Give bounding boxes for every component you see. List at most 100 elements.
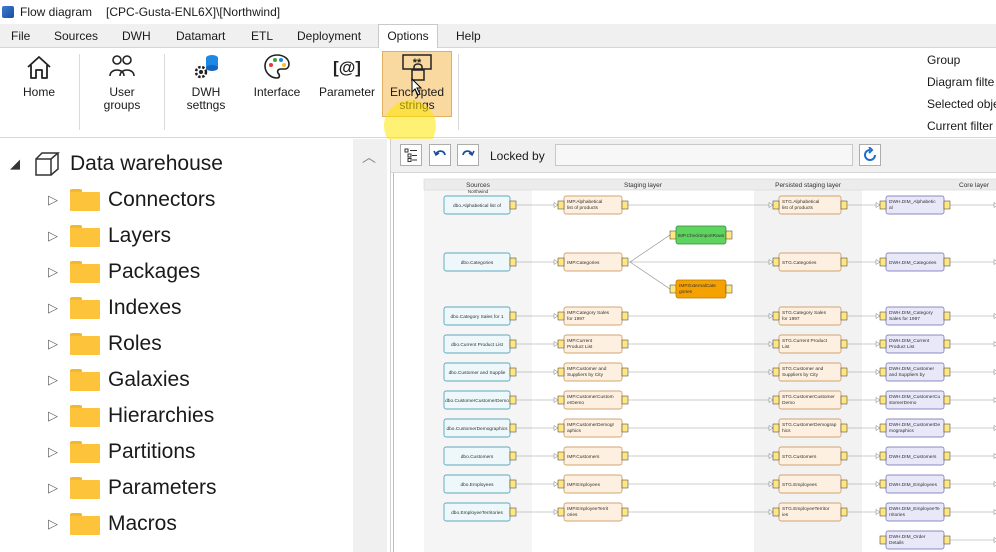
tree-item-packages[interactable]: ▷ Packages bbox=[48, 257, 200, 287]
source-node-2-label: dbo.Category Sales for 1 bbox=[450, 314, 503, 320]
tree-item-roles[interactable]: ▷Roles bbox=[48, 329, 162, 359]
tree-item-indexes[interactable]: ▷Indexes bbox=[48, 293, 182, 323]
menu-etl[interactable]: ETL bbox=[251, 29, 274, 43]
psa-node-6-label: hics bbox=[782, 428, 791, 434]
expand-arrow-icon[interactable]: ▷ bbox=[48, 516, 58, 531]
expand-arrow-icon[interactable]: ▷ bbox=[48, 336, 58, 351]
menu-dwh[interactable]: DWH bbox=[122, 29, 151, 43]
folder-icon bbox=[70, 513, 100, 535]
core-node-0-label: DWH.DIM_Alphabetic bbox=[889, 199, 936, 205]
core-node-0 bbox=[885, 195, 945, 215]
edge-to-green-node bbox=[629, 234, 671, 263]
expand-arrow-icon[interactable]: ▷ bbox=[48, 228, 58, 243]
lane-header-3: Core layer bbox=[959, 182, 990, 189]
menu-help[interactable]: Help bbox=[456, 29, 481, 43]
interface-button-label: Interface bbox=[253, 85, 301, 99]
folder-icon bbox=[70, 441, 100, 463]
list-view-button[interactable] bbox=[400, 144, 422, 166]
core-node-7-label: DWH.DIM_Customers bbox=[889, 454, 937, 460]
tree-item-parameters[interactable]: ▷Parameters bbox=[48, 473, 217, 503]
refresh-button[interactable] bbox=[859, 144, 881, 166]
user-groups-button[interactable]: User groups bbox=[94, 52, 150, 118]
folder-icon bbox=[70, 369, 100, 391]
staging-node-9-port-in bbox=[557, 507, 565, 517]
core-node-10 bbox=[885, 530, 945, 550]
locked-by-field[interactable] bbox=[555, 144, 853, 166]
core-node-2-port-out bbox=[943, 311, 951, 321]
menu-options[interactable]: Options bbox=[378, 24, 438, 49]
source-node-0-label: dbo.Alphabetical list of bbox=[453, 203, 502, 209]
edge-src-stg-2-arrow bbox=[553, 313, 559, 319]
psa-node-4-label: Suppliers by City bbox=[782, 372, 819, 378]
core-node-3-port-out bbox=[943, 339, 951, 349]
left-panel: ◢ Data warehouse ▷Connectors▷Layers▷Pack… bbox=[0, 139, 390, 552]
psa-node-0-label: list of products bbox=[782, 205, 814, 211]
diagram-filter-label[interactable]: Diagram filte bbox=[927, 75, 995, 89]
expand-arrow-icon[interactable]: ▷ bbox=[48, 264, 58, 279]
staging-node-0-label: list of products bbox=[567, 205, 599, 211]
menu-datamart[interactable]: Datamart bbox=[176, 29, 226, 43]
mouse-pointer-icon bbox=[411, 78, 423, 96]
redo-button[interactable] bbox=[457, 144, 479, 166]
tree-root-data-warehouse[interactable]: ◢ Data warehouse bbox=[10, 149, 223, 179]
redo-icon bbox=[462, 150, 475, 157]
staging-node-5-label: erDemo bbox=[567, 400, 584, 406]
user-groups-button-label: User groups bbox=[103, 85, 141, 112]
staging-node-6 bbox=[563, 418, 623, 438]
edge-src-stg-6-arrow bbox=[553, 425, 559, 431]
expand-arrow-icon[interactable]: ▷ bbox=[48, 408, 58, 423]
core-node-6-port-out bbox=[943, 423, 951, 433]
staging-node-5-label: IMP.CustomerCustom bbox=[567, 394, 614, 400]
scroll-up-icon[interactable]: ︿ bbox=[362, 149, 376, 165]
tree-item-partitions[interactable]: ▷Partitions bbox=[48, 437, 196, 467]
core-node-3-label: Product List bbox=[889, 344, 915, 350]
tree-item-galaxies[interactable]: ▷Galaxies bbox=[48, 365, 190, 395]
core-node-5-port-out bbox=[943, 395, 951, 405]
staging-node-8-port-out bbox=[621, 479, 629, 489]
tree-item-layers[interactable]: ▷Layers bbox=[48, 221, 171, 251]
svg-text:[@]: [@] bbox=[333, 58, 361, 77]
tree-scrollbar[interactable]: ︿ bbox=[353, 139, 387, 552]
psa-node-9-port-out bbox=[840, 507, 848, 517]
folder-icon bbox=[70, 405, 100, 427]
core-node-9 bbox=[885, 502, 945, 522]
edge-src-stg-3-arrow bbox=[553, 341, 559, 347]
core-node-1-label: DWH.DIM_Categories bbox=[889, 260, 937, 266]
edge-stg-psa-7-arrow bbox=[768, 453, 774, 459]
menu-deployment[interactable]: Deployment bbox=[297, 29, 362, 43]
orange-node-port-out bbox=[725, 284, 733, 294]
psa-node-3-label: STG.Current Product bbox=[782, 338, 828, 344]
undo-button[interactable] bbox=[429, 144, 451, 166]
tree-item-hierarchies[interactable]: ▷Hierarchies bbox=[48, 401, 214, 431]
tree-item-macros[interactable]: ▷Macros bbox=[48, 509, 177, 539]
staging-node-4-label: IMP.Customer and bbox=[567, 366, 607, 372]
menu-sources[interactable]: Sources bbox=[54, 29, 99, 43]
expand-arrow-icon[interactable]: ◢ bbox=[10, 156, 20, 171]
staging-node-9-port-out bbox=[621, 507, 629, 517]
expand-arrow-icon[interactable]: ▷ bbox=[48, 444, 58, 459]
psa-node-8-port-in bbox=[772, 479, 780, 489]
source-node-6-label: dbo.CustomerDemographics bbox=[446, 426, 508, 432]
selected-objects-label[interactable]: Selected obje bbox=[927, 97, 996, 111]
undo-icon bbox=[433, 150, 446, 157]
group-label[interactable]: Group bbox=[927, 53, 961, 67]
core-node-4-label: DWH.DIM_Customer bbox=[889, 366, 934, 372]
tree-item-connectors[interactable]: ▷Connectors bbox=[48, 185, 215, 215]
parameter-button[interactable]: [@] Parameter bbox=[318, 52, 376, 118]
source-node-1-port-out bbox=[509, 257, 517, 267]
menu-file[interactable]: File bbox=[11, 29, 31, 43]
interface-button[interactable]: Interface bbox=[252, 52, 302, 118]
sources-subtitle: Northwind bbox=[468, 189, 489, 194]
current-filter-label[interactable]: Current filter bbox=[927, 119, 994, 133]
core-node-3-label: DWH.DIM_Current bbox=[889, 338, 930, 344]
tree-item-label: Packages bbox=[108, 260, 201, 283]
dwh-settings-button[interactable]: DWH settngs bbox=[178, 52, 234, 118]
expand-arrow-icon[interactable]: ▷ bbox=[48, 480, 58, 495]
expand-arrow-icon[interactable]: ▷ bbox=[48, 192, 58, 207]
core-node-5-label: stomerDemo bbox=[889, 400, 917, 406]
expand-arrow-icon[interactable]: ▷ bbox=[48, 300, 58, 315]
home-button[interactable]: Home bbox=[12, 52, 66, 118]
core-node-6-label: mographics bbox=[889, 428, 914, 434]
expand-arrow-icon[interactable]: ▷ bbox=[48, 372, 58, 387]
